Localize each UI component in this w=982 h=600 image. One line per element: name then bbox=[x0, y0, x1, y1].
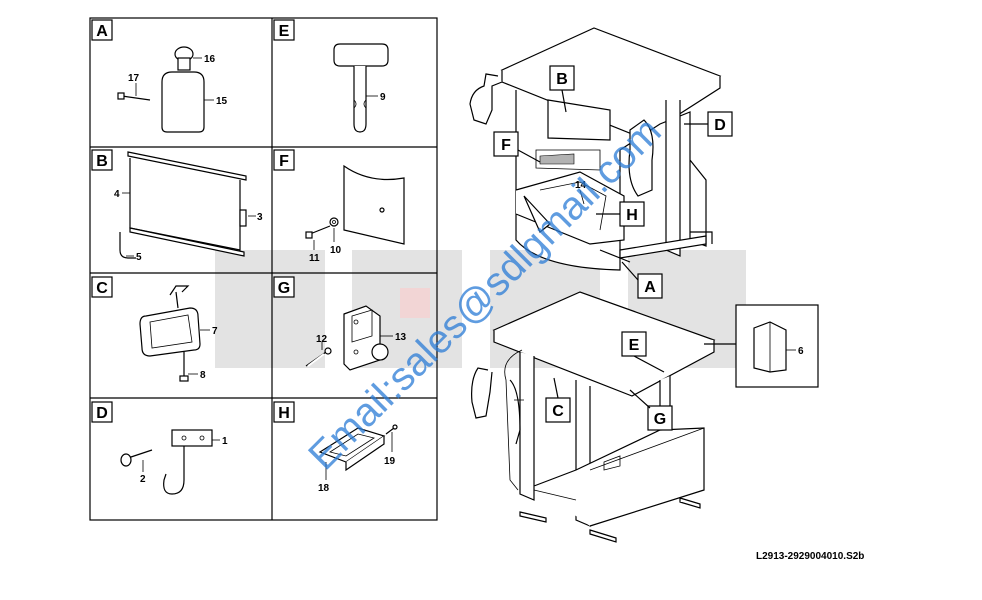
panel-e-letter: E bbox=[279, 23, 290, 40]
upper-cab-callouts: B D F 14 H A bbox=[493, 65, 733, 299]
part-2: 2 bbox=[140, 474, 146, 485]
drawing-code: L2913-2929004010.S2b bbox=[756, 551, 864, 562]
panel-e: E 9 bbox=[273, 19, 389, 133]
callout-h: H bbox=[626, 207, 638, 224]
panel-c: C 7 8 bbox=[91, 276, 218, 382]
callout-a: A bbox=[644, 279, 656, 296]
panel-d-letter: D bbox=[96, 405, 108, 422]
part-12: 12 bbox=[316, 334, 328, 345]
panel-f-letter: F bbox=[279, 153, 289, 170]
part-9: 9 bbox=[380, 92, 386, 103]
hammer-illustration bbox=[333, 43, 389, 133]
latch-illustration bbox=[305, 305, 389, 371]
part-11: 11 bbox=[309, 253, 320, 264]
lower-cab-callouts: E C G 6 bbox=[545, 304, 819, 431]
part-10: 10 bbox=[330, 245, 342, 256]
panel-f: F 11 10 bbox=[273, 149, 405, 264]
part-4: 4 bbox=[114, 189, 120, 200]
part-14: 14 bbox=[575, 180, 587, 191]
coat-hook-illustration bbox=[120, 429, 213, 495]
panel-h: H 19 18 bbox=[273, 401, 398, 494]
panel-a-letter: A bbox=[96, 23, 108, 40]
sunshade-illustration bbox=[119, 151, 247, 259]
callout-g: G bbox=[654, 411, 666, 428]
part-13: 13 bbox=[395, 332, 407, 343]
mirror-illustration bbox=[139, 285, 201, 382]
callout-f: F bbox=[501, 137, 511, 154]
part-8: 8 bbox=[200, 370, 206, 381]
panel-g: G 12 13 bbox=[273, 276, 407, 371]
part-17: 17 bbox=[128, 73, 140, 84]
panel-g-letter: G bbox=[278, 280, 290, 297]
part-6: 6 bbox=[798, 346, 804, 357]
panel-a: A 16 17 15 bbox=[91, 19, 228, 133]
panel-b: B 4 3 5 bbox=[91, 149, 263, 263]
callout-d: D bbox=[714, 117, 726, 134]
manual-book-icon bbox=[753, 321, 787, 373]
lower-cab-illustration bbox=[471, 291, 716, 543]
panel-h-letter: H bbox=[278, 405, 290, 422]
part-15: 15 bbox=[216, 96, 228, 107]
part-18: 18 bbox=[318, 483, 330, 494]
parts-grid bbox=[89, 17, 438, 521]
callout-c: C bbox=[552, 403, 564, 420]
part-1: 1 bbox=[222, 436, 228, 447]
part-5: 5 bbox=[136, 252, 142, 263]
bracket-illustration bbox=[318, 424, 398, 472]
panel-d: D 1 2 bbox=[91, 401, 228, 495]
part-3: 3 bbox=[257, 212, 263, 223]
part-19: 19 bbox=[384, 456, 396, 467]
panel-c-letter: C bbox=[96, 280, 108, 297]
part-16: 16 bbox=[204, 54, 216, 65]
part-7: 7 bbox=[212, 326, 218, 337]
bottle-illustration bbox=[117, 46, 205, 133]
panel-b-letter: B bbox=[96, 153, 108, 170]
callout-b: B bbox=[556, 71, 568, 88]
callout-e: E bbox=[629, 337, 640, 354]
mounting-plate-illustration bbox=[305, 164, 405, 245]
